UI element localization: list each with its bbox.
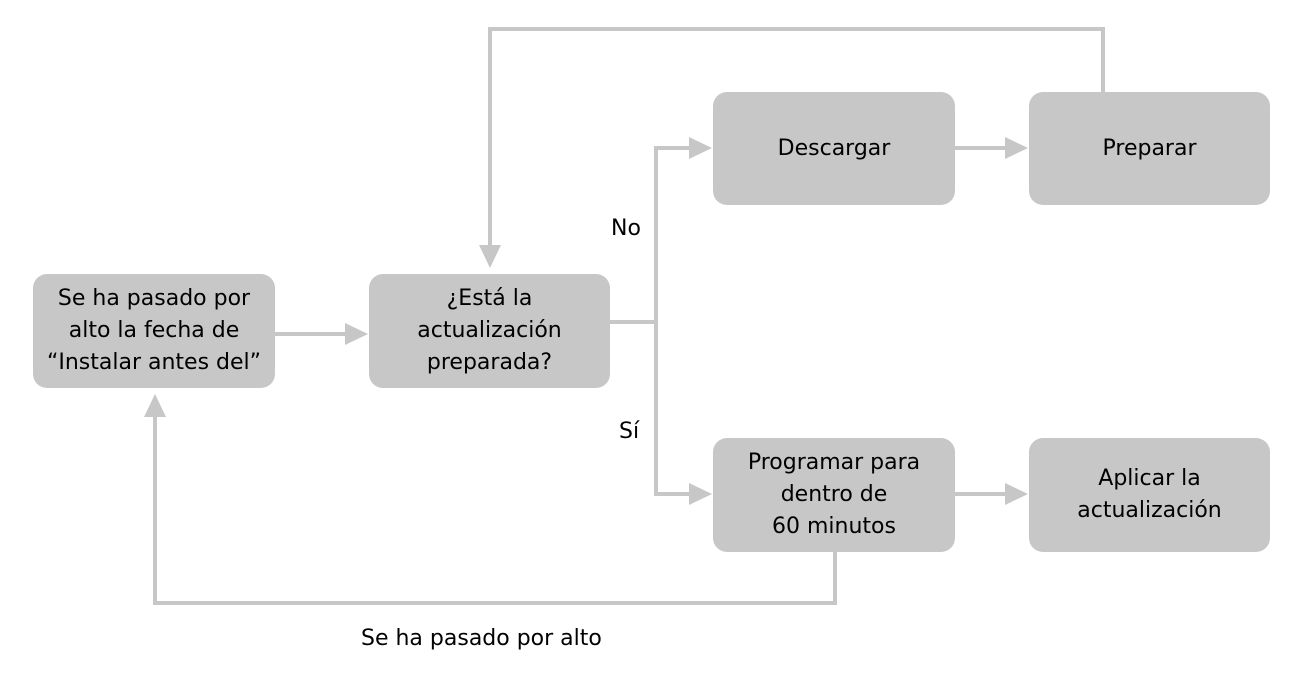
arrowhead-prepare: [1005, 137, 1028, 159]
node-prepare-label: Preparar: [1102, 135, 1197, 161]
node-apply-line1: Aplicar la: [1098, 466, 1201, 491]
node-schedule-line1: Programar para: [747, 450, 921, 475]
arrow-prepare-loop-to-question: [488, 27, 1105, 248]
node-update-ready-line2: actualización: [417, 318, 562, 343]
edge-label-yes: Sí: [619, 419, 640, 444]
node-apply: Aplicar la actualización: [1029, 438, 1270, 552]
arrowhead-schedule: [689, 483, 712, 505]
arrowhead-loop-deadline: [144, 394, 166, 417]
arrowhead-question: [345, 323, 368, 345]
node-deadline-missed: Se ha pasado por alto la fecha de “Insta…: [33, 274, 275, 388]
arrowhead-download: [689, 137, 712, 159]
arrow-schedule-loop-to-deadline: [153, 414, 837, 605]
node-apply-line2: actualización: [1077, 498, 1222, 523]
edge-label-no: No: [611, 216, 641, 241]
node-download: Descargar: [713, 92, 955, 205]
edge-label-missed: Se ha pasado por alto: [361, 626, 602, 651]
arrowhead-apply: [1005, 483, 1028, 505]
node-schedule-line3: 60 minutos: [772, 514, 896, 539]
node-schedule: Programar para dentro de 60 minutos: [713, 438, 955, 552]
node-update-ready-question: ¿Está la actualización preparada?: [369, 274, 610, 388]
node-download-label: Descargar: [777, 135, 891, 161]
node-prepare: Preparar: [1029, 92, 1270, 205]
node-schedule-line2: dentro de: [780, 482, 888, 507]
node-update-ready-line3: preparada?: [426, 350, 553, 375]
arrow-branch-to-schedule: [654, 322, 695, 496]
node-deadline-missed-line2: alto la fecha de: [68, 318, 240, 343]
node-deadline-missed-line1: Se ha pasado por: [57, 286, 251, 311]
arrowhead-loop-question: [479, 245, 501, 268]
node-deadline-missed-line3: “Instalar antes del”: [46, 350, 262, 375]
node-update-ready-line1: ¿Está la: [446, 286, 533, 311]
arrow-question-to-branch: [610, 146, 695, 324]
